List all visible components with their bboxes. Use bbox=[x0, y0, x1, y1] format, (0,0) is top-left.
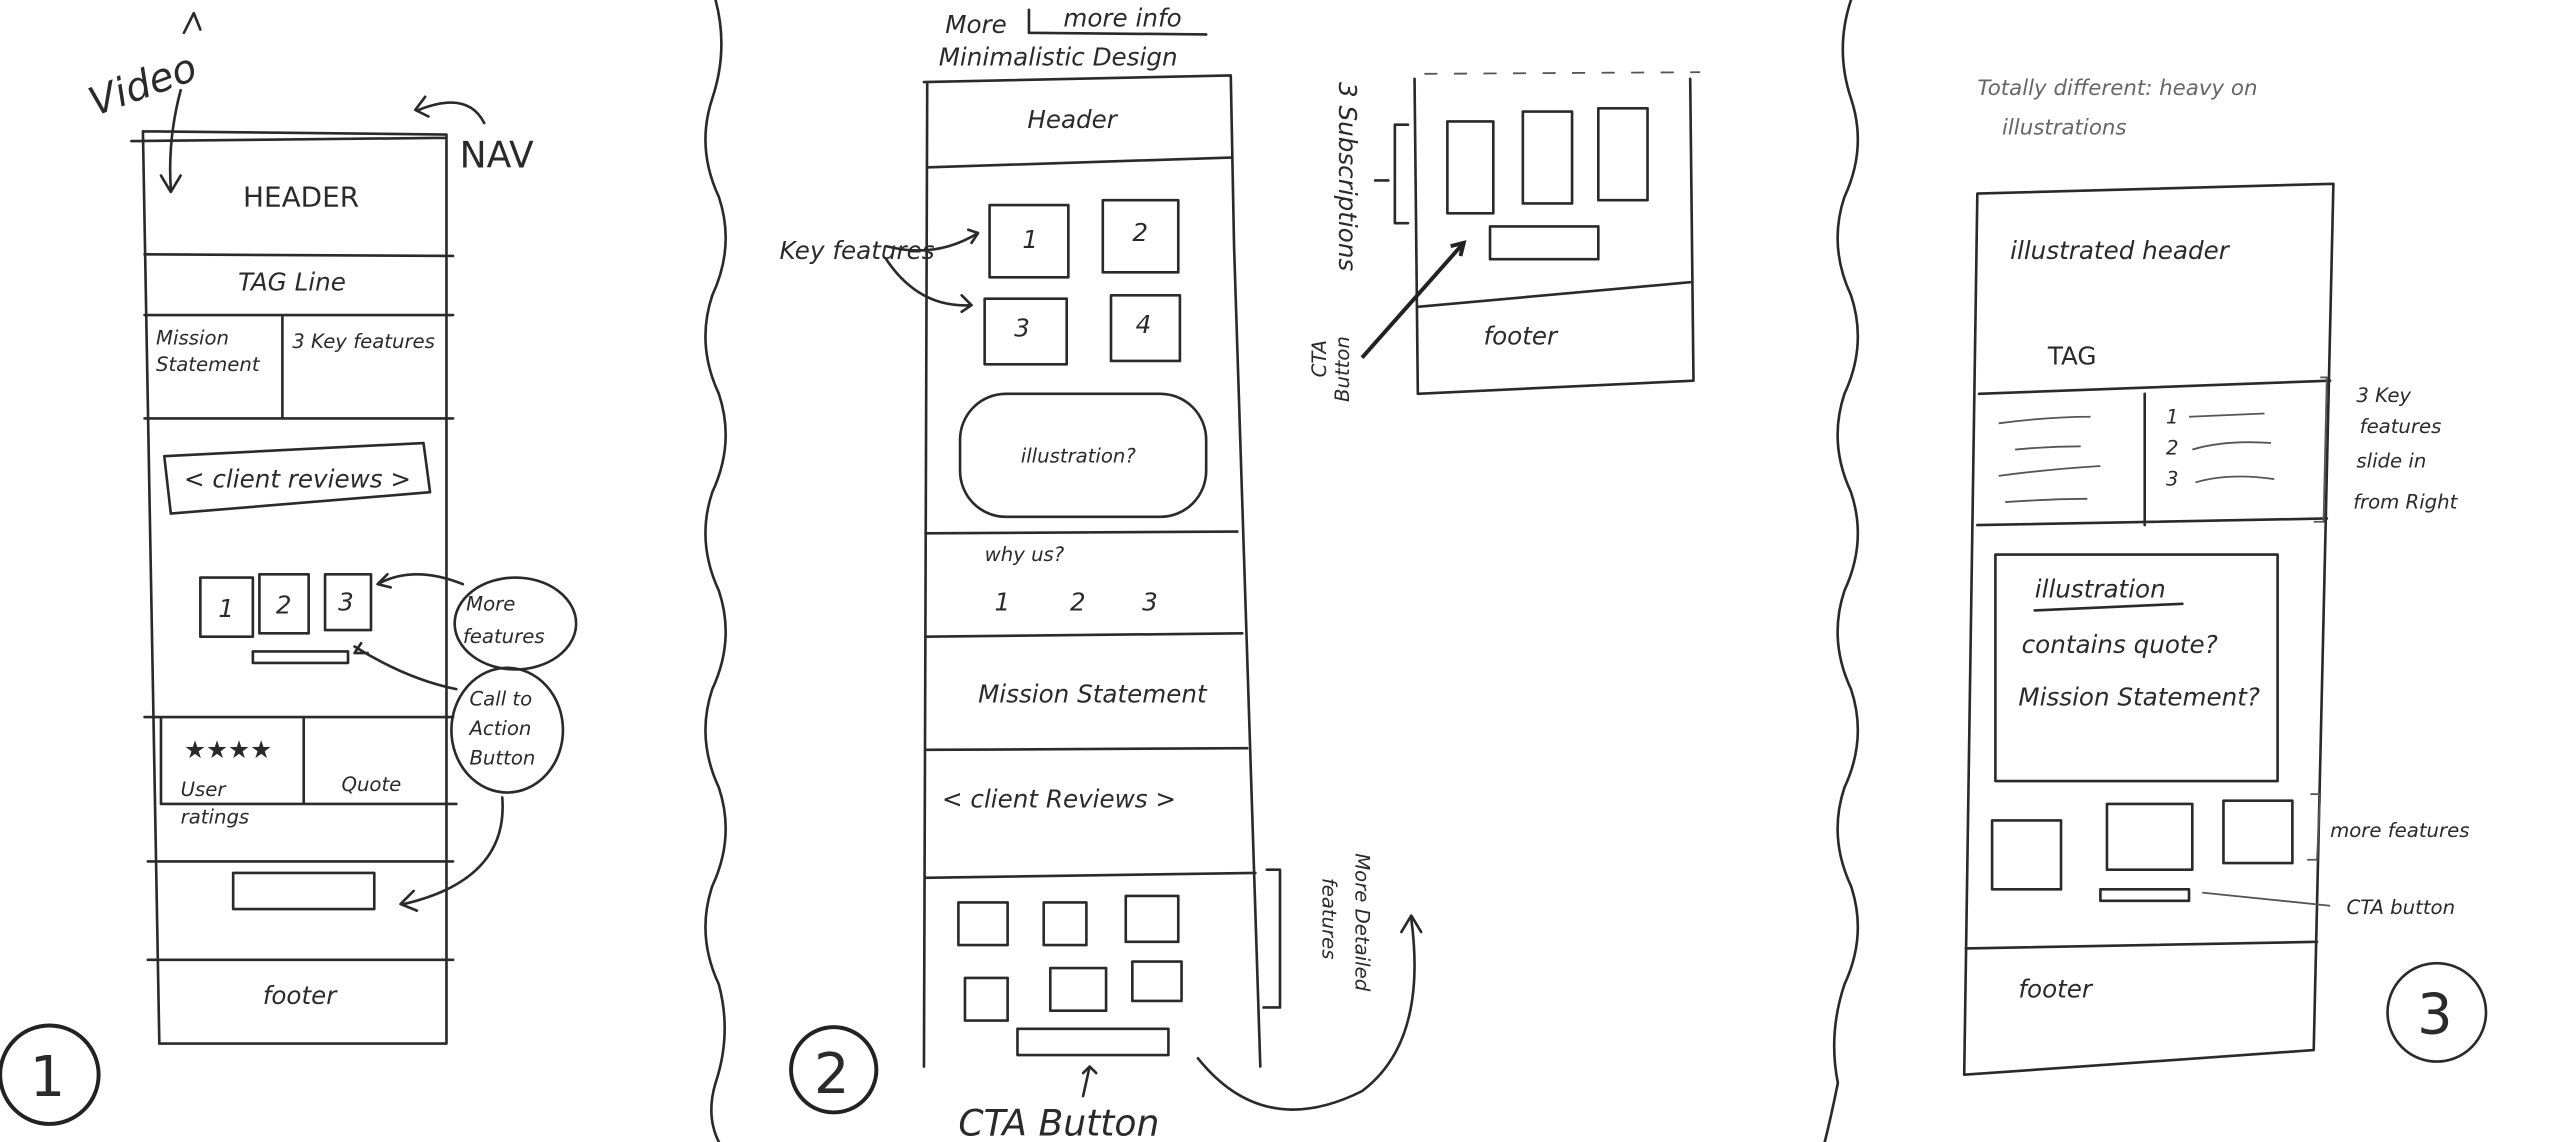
wireframe-3-outline bbox=[1962, 182, 2335, 1077]
sketch-2: More more info Minimalistic Design Heade… bbox=[780, 3, 1701, 1142]
sketch-3: Totally different: heavy on illustration… bbox=[1962, 76, 2488, 1077]
key-features-note-3: slide in bbox=[2356, 450, 2426, 473]
page-divider-left bbox=[704, 0, 727, 1142]
cta-button-label: CTA Button bbox=[958, 1102, 1159, 1142]
wireframe-2-outline bbox=[922, 74, 1262, 1068]
mission-label: Mission bbox=[156, 327, 229, 350]
cta-button-note: CTA button bbox=[2347, 896, 2456, 919]
feature-item-3: 3 bbox=[2166, 468, 2179, 491]
mission-label-2: Statement bbox=[156, 353, 261, 376]
sketch-1: Video NAV HEADER TAG Line Mission Statem… bbox=[0, 11, 578, 1126]
cta-bar bbox=[251, 650, 350, 665]
illustration-box bbox=[1994, 553, 2279, 783]
key-features-label: 3 Key features bbox=[292, 330, 435, 353]
key-features-note-2: features bbox=[2360, 415, 2442, 438]
video-label: Video bbox=[83, 44, 203, 125]
feature-item-2: 2 bbox=[2166, 437, 2179, 460]
key-feature-2: 2 bbox=[1132, 218, 1148, 247]
header-label: Header bbox=[1027, 105, 1118, 134]
key-feature-3: 3 bbox=[1014, 313, 1030, 342]
user-ratings-label: User bbox=[181, 778, 228, 801]
why-us-label: why us? bbox=[985, 543, 1065, 566]
sketch-number-2: 2 bbox=[814, 1042, 849, 1107]
tag-label: TAG bbox=[2047, 341, 2097, 370]
more-features-note: More bbox=[466, 592, 515, 615]
client-reviews-box bbox=[162, 441, 432, 515]
illustration-placeholder bbox=[958, 392, 1208, 519]
page-divider-right bbox=[1823, 0, 1860, 1142]
cta-bar bbox=[2099, 888, 2191, 903]
top-note-more: More bbox=[945, 10, 1007, 39]
subscription-cta-bar bbox=[1488, 225, 1600, 261]
feature-item-1: 1 bbox=[2166, 405, 2179, 428]
key-features-note-4: from Right bbox=[2353, 491, 2459, 514]
subscriptions-outline bbox=[1413, 77, 1695, 396]
feature-box-3: 3 bbox=[338, 587, 354, 616]
tagline-label: TAG Line bbox=[238, 267, 346, 296]
subscriptions-label: 3 Subscriptions bbox=[1333, 82, 1362, 271]
header-label: HEADER bbox=[243, 181, 359, 214]
mission-statement-label: Mission Statement? bbox=[2018, 683, 2260, 712]
video-arrow bbox=[159, 11, 202, 194]
more-features-note-2: features bbox=[463, 625, 545, 648]
more-detailed-note-2: features bbox=[1318, 878, 1341, 960]
sketch-3-note-2: illustrations bbox=[2002, 116, 2127, 141]
feature-box-1: 1 bbox=[218, 594, 234, 623]
why-us-2: 2 bbox=[1070, 587, 1086, 616]
wireframe-1-outline bbox=[130, 129, 448, 1045]
minimalistic-design-title: Minimalistic Design bbox=[939, 43, 1178, 72]
footer-label: footer bbox=[263, 981, 339, 1010]
nav-label: NAV bbox=[460, 134, 534, 176]
sub-cta-label-2: Button bbox=[1331, 336, 1354, 402]
star-rating: ★★★★ bbox=[184, 735, 272, 764]
illustration-label: illustration bbox=[2035, 574, 2166, 603]
sketch-number-1: 1 bbox=[30, 1045, 65, 1110]
illustration-label: illustration? bbox=[1021, 445, 1137, 468]
why-us-3: 3 bbox=[1142, 587, 1158, 616]
cta-bar bbox=[1016, 1027, 1170, 1057]
client-reviews-label: < client Reviews > bbox=[942, 784, 1176, 813]
subscriptions-footer-label: footer bbox=[1483, 322, 1559, 351]
more-detailed-note: More Detailed bbox=[1350, 853, 1373, 992]
illustrated-header-label: illustrated header bbox=[2010, 236, 2231, 265]
footer-label: footer bbox=[2018, 975, 2094, 1004]
sub-cta-label: CTA bbox=[1308, 340, 1331, 377]
sketch-3-note: Totally different: heavy on bbox=[1977, 76, 2257, 101]
contains-quote-label: contains quote? bbox=[2022, 630, 2218, 659]
cta-note-2: Action bbox=[467, 717, 531, 740]
user-ratings-label-2: ratings bbox=[181, 806, 250, 829]
quote-label: Quote bbox=[341, 773, 401, 796]
key-feature-4: 4 bbox=[1136, 310, 1152, 339]
cta-button-bar bbox=[231, 871, 376, 911]
cta-note-3: Button bbox=[469, 747, 535, 770]
client-reviews-label: < client reviews > bbox=[184, 464, 411, 493]
sketch-number-3: 3 bbox=[2417, 983, 2452, 1048]
key-feature-1: 1 bbox=[1022, 225, 1038, 254]
top-note-more-info: more info bbox=[1063, 3, 1181, 32]
more-features-note: more features bbox=[2330, 819, 2469, 842]
key-features-note: 3 Key bbox=[2356, 384, 2411, 407]
cta-note: Call to bbox=[469, 688, 532, 711]
feature-box-2: 2 bbox=[276, 591, 292, 620]
why-us-1: 1 bbox=[995, 587, 1011, 616]
nav-arrow bbox=[413, 95, 486, 125]
mission-statement-label: Mission Statement bbox=[978, 679, 1208, 708]
